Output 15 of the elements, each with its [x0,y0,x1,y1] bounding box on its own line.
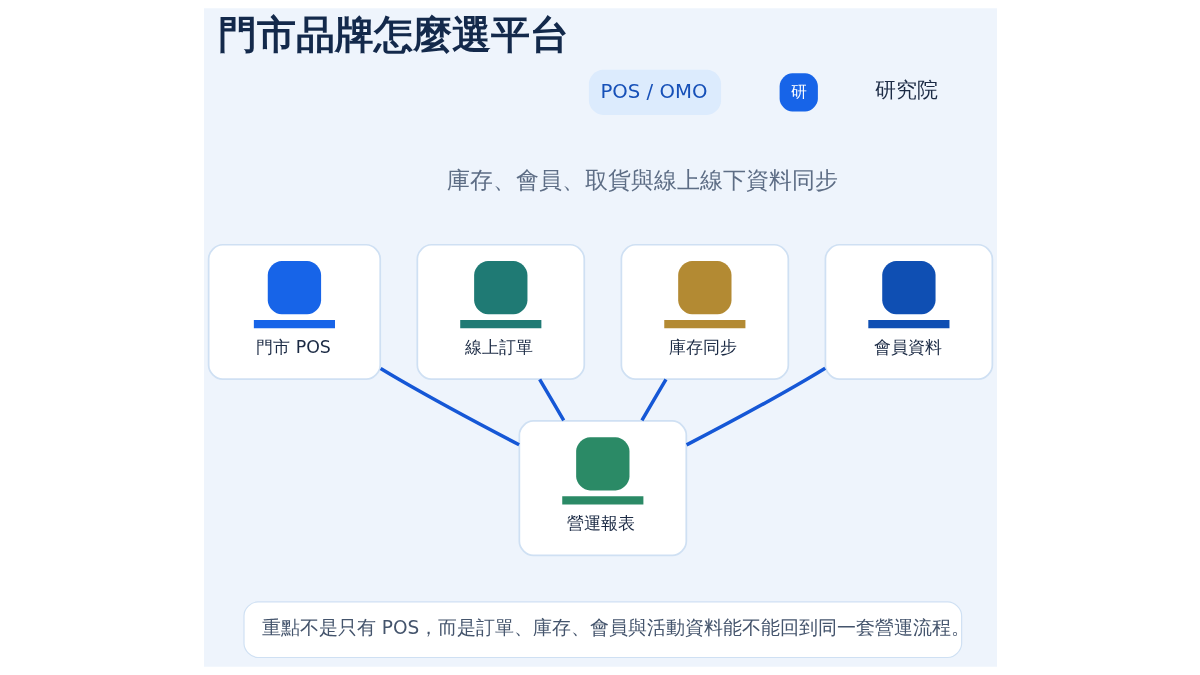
connector [639,378,667,422]
node-box: 線上訂單 [415,243,585,381]
node-box: 門市 POS [207,243,381,381]
connector [379,367,520,447]
diagram-title: 門市品牌怎麼選平台 [217,10,569,57]
connector [537,378,565,422]
node-box: 庫存同步 [620,243,789,381]
connector [685,366,826,447]
label: 庫存、會員、取貨與線上線下資料同步 [446,165,838,193]
node-box: 會員資料 [824,243,993,381]
label: POS / OMO [600,79,707,103]
label: 研究院 [874,78,938,103]
label: 重點不是只有 POS，而是訂單、庫存、會員與活動資料能不能回到同一套營運流程。 [261,617,970,639]
node-box: 營運報表 [518,420,687,557]
label: 研 [790,82,807,102]
